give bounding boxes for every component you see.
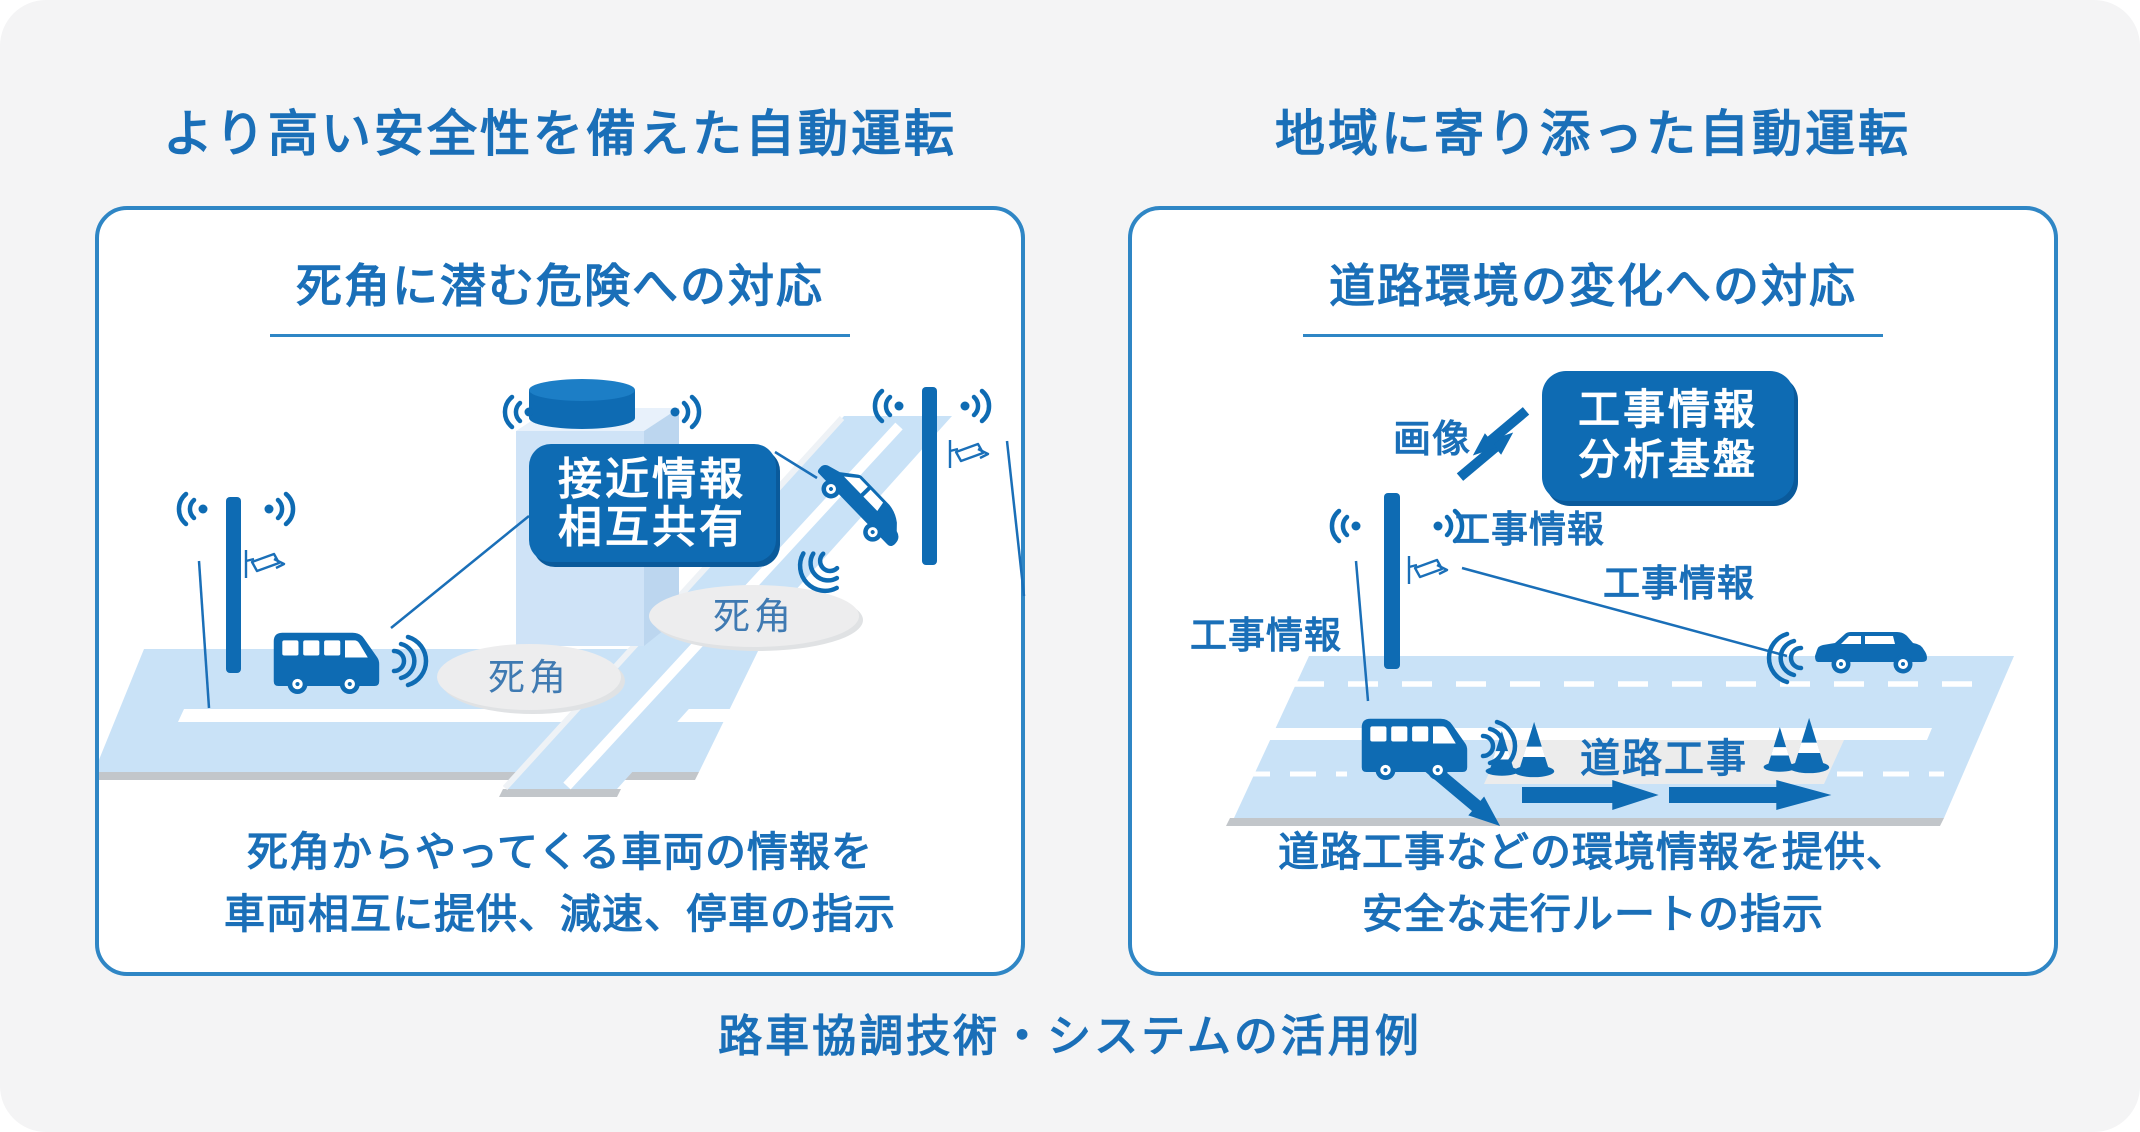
analysis-box-line1: 工事情報 — [1578, 385, 1758, 434]
info-line-to-bus — [1354, 560, 1370, 702]
roadwork-label: 道路工事 — [1580, 736, 1748, 782]
left-panel-description: 死角からやってくる車両の情報を 車両相互に提供、減速、停車の指示 — [99, 822, 1021, 945]
blind-spot-panel: 死角に潜む危険への対応 — [95, 206, 1026, 976]
right-section-title: 地域に寄り添った自動運転 — [1275, 105, 1911, 163]
left-description-line1: 死角からやってくる車両の情報を — [247, 828, 873, 876]
image-label: 画像 — [1393, 417, 1471, 461]
construction-info-label-to-car: 工事情報 — [1603, 562, 1755, 605]
camera-icon — [1407, 554, 1449, 586]
bus-icon — [273, 632, 380, 695]
construction-info-label-roadside: 工事情報 — [1190, 614, 1342, 657]
road-environment-diagram: 道路工事 工事情報 分析基盤 画像 — [1132, 356, 2062, 826]
right-description-line1: 道路工事などの環境情報を提供、 — [1278, 828, 1908, 876]
exchange-arrow-down — [1466, 403, 1532, 463]
roadside-pole — [1384, 493, 1400, 669]
radio-waves-icon — [1332, 511, 1361, 541]
roadside-pole-right — [922, 387, 1026, 597]
camera-icon — [244, 548, 286, 580]
roadside-pole-left — [197, 497, 241, 709]
radio-waves-icon — [961, 391, 990, 421]
road-environment-panel: 道路環境の変化への対応 道路工事 — [1128, 206, 2058, 976]
left-panel-heading: 死角に潜む危険への対応 — [296, 259, 824, 313]
left-section-title: より高い安全性を備えた自動運転 — [163, 105, 957, 163]
info-line-to-bus — [390, 515, 530, 629]
radio-waves-icon — [179, 494, 208, 524]
construction-analysis-box: 工事情報 分析基盤 — [1542, 371, 1798, 506]
right-description-line2: 安全な走行ルートの指示 — [1362, 889, 1824, 938]
right-heading-underline — [1303, 334, 1883, 337]
left-description-line2: 車両相互に提供、減速、停車の指示 — [224, 889, 896, 938]
roadside-sensor-icon — [529, 379, 635, 429]
proximity-info-box: 接近情報 相互共有 — [529, 444, 780, 567]
blind-spot-diagram-svg: 死角 死角 接近情報 相互共有 — [99, 379, 1026, 797]
radio-waves-icon — [265, 494, 294, 524]
camera-icon — [948, 438, 990, 470]
info-line-to-car — [774, 450, 818, 480]
construction-info-label-pole: 工事情報 — [1453, 508, 1605, 551]
proximity-info-box-line1: 接近情報 — [558, 454, 746, 505]
analysis-box-line2: 分析基盤 — [1578, 435, 1758, 484]
proximity-info-box-line2: 相互共有 — [558, 502, 746, 553]
left-heading-underline — [270, 334, 850, 337]
right-panel-heading: 道路環境の変化への対応 — [1329, 259, 1857, 313]
blind-spot-label: 死角 — [713, 595, 795, 638]
construction-zone — [1484, 740, 1844, 784]
blind-spot-label: 死角 — [488, 656, 570, 699]
page-caption: 路車協調技術・システムの活用例 — [718, 1011, 1422, 1062]
blind-spot-ellipse-near-bus: 死角 — [437, 644, 625, 714]
road-environment-diagram-svg: 道路工事 工事情報 分析基盤 画像 — [1190, 371, 2014, 826]
blind-spot-ellipse-near-car: 死角 — [649, 585, 863, 651]
right-panel-description: 道路工事などの環境情報を提供、 安全な走行ルートの指示 — [1132, 822, 2054, 945]
info-line-to-car — [1461, 566, 1788, 658]
blind-spot-diagram: 死角 死角 接近情報 相互共有 — [99, 356, 1029, 826]
bus-icon — [1361, 718, 1468, 781]
